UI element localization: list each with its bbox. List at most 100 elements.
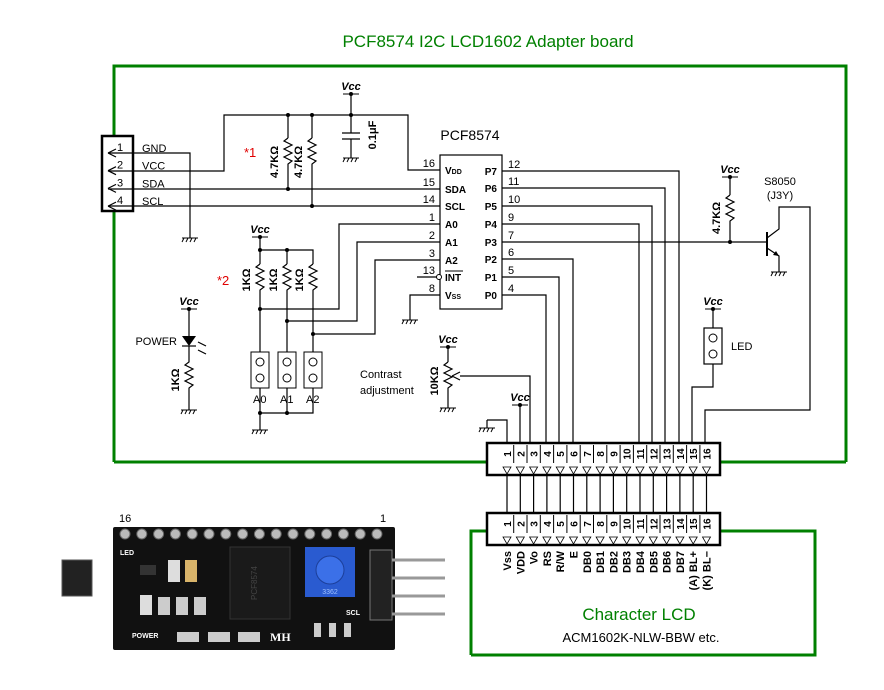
svg-text:VSS: VSS xyxy=(445,291,461,302)
svg-text:3: 3 xyxy=(530,521,541,527)
lcd-pin-label: DB2 xyxy=(608,551,620,573)
adapter-board-frame xyxy=(112,64,848,462)
photo-header-pin xyxy=(304,528,316,540)
addr-note: *2 xyxy=(217,273,229,288)
i2c-pin-number: 1 xyxy=(117,142,123,154)
photo-silk-scl: SCL xyxy=(346,610,361,617)
address-jumper-a0: A0 xyxy=(250,351,270,406)
svg-text:7: 7 xyxy=(508,230,514,242)
ic-pin-p2: P26 xyxy=(485,247,514,266)
lcd-pin-label: RS xyxy=(542,551,554,566)
svg-text:12: 12 xyxy=(508,159,520,171)
led-jumper-label: LED xyxy=(731,341,752,353)
ground-symbol xyxy=(251,429,268,435)
vcc-symbol: Vcc xyxy=(341,81,361,97)
photo-header-pin xyxy=(136,528,148,540)
svg-text:8: 8 xyxy=(596,451,607,457)
board-header-pin-12: 12 xyxy=(646,445,660,475)
svg-text:Vcc: Vcc xyxy=(510,392,530,404)
svg-text:4: 4 xyxy=(543,521,554,527)
svg-text:6: 6 xyxy=(570,451,581,457)
svg-text:11: 11 xyxy=(636,518,647,529)
photo-header-pin xyxy=(354,528,366,540)
svg-text:10: 10 xyxy=(623,448,634,460)
svg-text:13: 13 xyxy=(663,448,674,460)
ground-symbol xyxy=(181,237,198,243)
svg-text:4: 4 xyxy=(508,283,514,295)
lcd-pin-label: DB7 xyxy=(675,551,687,573)
svg-text:13: 13 xyxy=(663,518,674,530)
board-header-pin-10: 10 xyxy=(619,445,634,475)
board-header-pin-5: 5 xyxy=(553,445,567,475)
board-header-pin-13: 13 xyxy=(659,445,674,475)
vcc-symbol: Vcc xyxy=(438,334,458,350)
ic-pin-p5: P5 10 xyxy=(485,194,520,213)
addr-resistor-value-a1: 1KΩ xyxy=(268,268,280,291)
ground-symbol xyxy=(770,271,787,277)
lcd-header-pin-2: 2 xyxy=(513,515,527,545)
photo-header-pin xyxy=(153,528,165,540)
lcd-pin-label: DB6 xyxy=(662,551,674,573)
svg-text:7: 7 xyxy=(583,451,594,457)
lcd-header-pin-14: 14 xyxy=(672,515,687,545)
i2c-pin-label: SDA xyxy=(142,178,165,190)
lcd-header-pin-3: 3 xyxy=(526,515,541,545)
svg-text:Vcc: Vcc xyxy=(703,296,723,308)
svg-text:9: 9 xyxy=(609,451,620,457)
svg-text:P5: P5 xyxy=(485,202,498,213)
lcd-model: ACM1602K-NLW-BBW etc. xyxy=(562,630,719,645)
ground-symbol xyxy=(401,319,418,325)
photo-header-pin xyxy=(169,528,181,540)
pullup-resistors: 4.7KΩ 4.7KΩ *1 xyxy=(244,113,318,208)
ic-pin-p7: P7 12 xyxy=(485,159,520,178)
svg-text:Vcc: Vcc xyxy=(179,296,199,308)
photo-header-pin xyxy=(270,528,282,540)
vcc-symbol: Vcc xyxy=(250,224,270,240)
photo-header-pin xyxy=(237,528,249,540)
lcd-pin-label: R/W xyxy=(555,550,567,572)
svg-text:12: 12 xyxy=(649,448,660,460)
svg-text:12: 12 xyxy=(649,518,660,530)
photo-header-pin xyxy=(203,528,215,540)
svg-text:5: 5 xyxy=(556,521,567,527)
board-photo: 16 1 PCF8574 3362 SCL LED POWER MH xyxy=(61,513,445,650)
svg-text:11: 11 xyxy=(636,448,647,459)
svg-text:7: 7 xyxy=(583,521,594,527)
photo-header-pin xyxy=(337,528,349,540)
svg-text:SCL: SCL xyxy=(445,202,465,213)
svg-text:13: 13 xyxy=(423,265,435,277)
board-header-pin-9: 9 xyxy=(606,445,620,475)
svg-text:P2: P2 xyxy=(485,255,498,266)
svg-text:11: 11 xyxy=(508,176,519,188)
lcd-header-pin-1: 1 xyxy=(502,521,514,545)
svg-text:Vcc: Vcc xyxy=(250,224,270,236)
svg-text:P1: P1 xyxy=(485,273,498,284)
lcd-frame xyxy=(469,529,817,657)
vcc-symbol: Vcc xyxy=(510,392,530,408)
lcd-pin-label: (K) BL− xyxy=(702,551,714,590)
svg-text:16: 16 xyxy=(703,518,714,530)
ic-pin-p3: P37 xyxy=(485,230,514,249)
svg-text:P7: P7 xyxy=(485,167,498,178)
svg-text:8: 8 xyxy=(596,521,607,527)
lcd-header-pin-4: 4 xyxy=(539,515,554,545)
pullup-value-1: 4.7KΩ xyxy=(269,146,281,178)
lcd-pin-label: VDD xyxy=(515,551,527,574)
lcd-header-pin-8: 8 xyxy=(593,515,607,545)
ic-pin-a1: 2A1 xyxy=(429,230,458,249)
board-header-pin-6: 6 xyxy=(566,445,581,475)
svg-text:10: 10 xyxy=(508,194,520,206)
ground-symbol xyxy=(180,409,197,415)
photo-silk-power: POWER xyxy=(132,633,158,640)
svg-text:16: 16 xyxy=(703,448,714,460)
photo-header-pin xyxy=(321,528,333,540)
